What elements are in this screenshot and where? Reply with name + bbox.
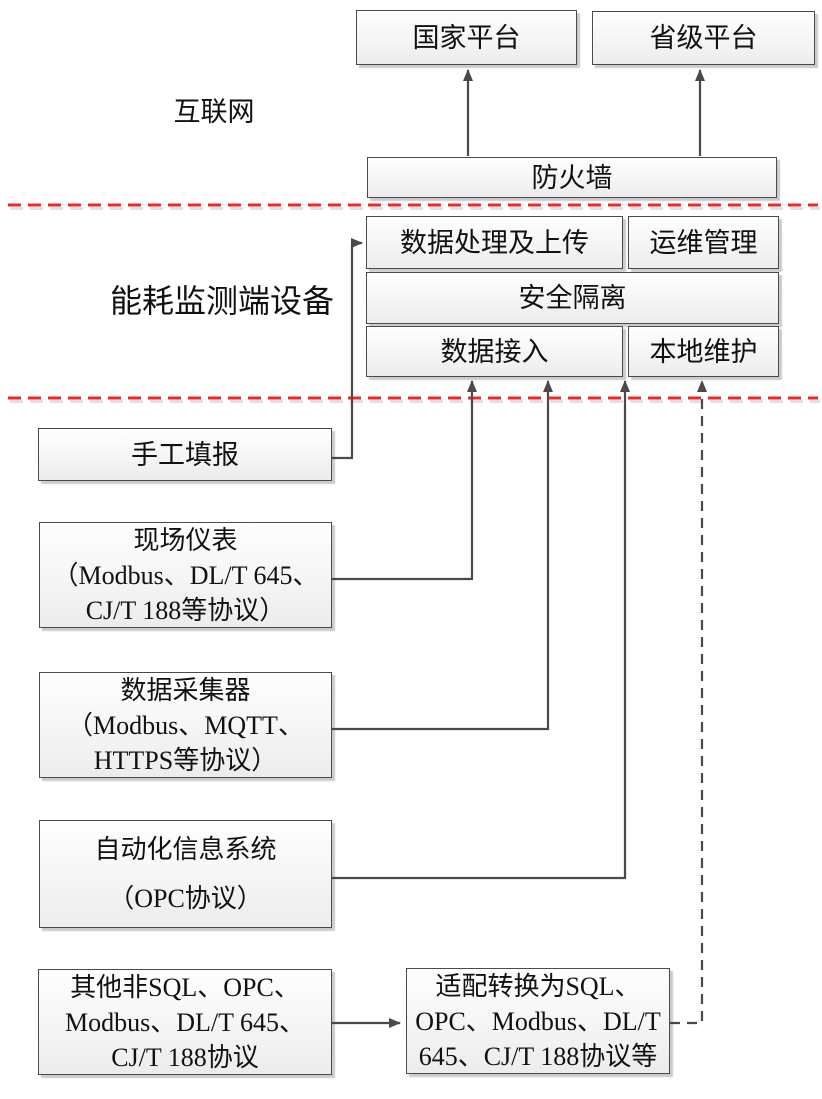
field-instruments-line: 现场仪表	[133, 525, 238, 555]
protocol-adapter-line: OPC、Modbus、DL/T	[415, 1006, 661, 1036]
local-maintenance-box: 本地维护	[628, 326, 779, 377]
manual-entry-box: 手工填报	[38, 428, 332, 481]
security-isolation-box: 安全隔离	[366, 272, 779, 324]
data-collector-line: HTTPS等协议）	[93, 745, 278, 775]
data-collector-box: 数据采集器 （Modbus、MQTT、 HTTPS等协议）	[39, 672, 332, 778]
data-processing-upload-label: 数据处理及上传	[400, 227, 589, 258]
automation-system-line: （OPC协议）	[108, 884, 263, 913]
ops-management-label: 运维管理	[649, 227, 758, 258]
field-instruments-box: 现场仪表 （Modbus、DL/T 645、 CJ/T 188等协议）	[39, 522, 332, 628]
protocol-adapter-box: 适配转换为SQL、 OPC、Modbus、DL/T 645、CJ/T 188协议…	[406, 968, 670, 1074]
local-maintenance-label: 本地维护	[649, 336, 758, 367]
internet-zone-label: 互联网	[173, 97, 255, 127]
provincial-platform-box: 省级平台	[592, 11, 815, 65]
data-collector-line: 数据采集器	[120, 675, 251, 705]
firewall-box: 防火墙	[367, 157, 777, 198]
device-zone-label: 能耗监测端设备	[109, 283, 334, 319]
connector-data-collector	[332, 380, 553, 731]
field-instruments-line: （Modbus、DL/T 645、	[52, 560, 319, 590]
other-protocols-line: 其他非SQL、OPC、	[70, 972, 300, 1002]
connector-automation-system	[332, 380, 630, 880]
other-protocols-box: 其他非SQL、OPC、 Modbus、DL/T 645、 CJ/T 188协议	[38, 969, 332, 1075]
ops-management-box: 运维管理	[628, 216, 779, 269]
security-isolation-label: 安全隔离	[518, 283, 627, 313]
automation-system-line: 自动化信息系统	[94, 835, 277, 864]
field-instruments-line: CJ/T 188等协议）	[85, 595, 286, 625]
other-protocols-line: Modbus、DL/T 645、	[64, 1007, 306, 1037]
automation-system-box: 自动化信息系统 （OPC协议）	[39, 820, 332, 928]
data-access-label: 数据接入	[440, 336, 549, 367]
firewall-label: 防火墙	[531, 162, 613, 193]
other-protocols-line: CJ/T 188协议	[111, 1042, 259, 1072]
connector-field-instruments	[332, 380, 477, 581]
data-collector-line: （Modbus、MQTT、	[67, 710, 304, 740]
national-platform-label: 国家平台	[412, 22, 521, 53]
data-processing-upload-box: 数据处理及上传	[366, 216, 623, 269]
provincial-platform-label: 省级平台	[649, 23, 758, 53]
data-access-box: 数据接入	[366, 326, 623, 377]
protocol-adapter-line: 适配转换为SQL、	[435, 971, 641, 1001]
manual-entry-label: 手工填报	[131, 439, 239, 470]
national-platform-box: 国家平台	[356, 10, 577, 65]
connector-adapter-dashed	[670, 380, 707, 1025]
protocol-adapter-line: 645、CJ/T 188协议等	[418, 1041, 658, 1071]
